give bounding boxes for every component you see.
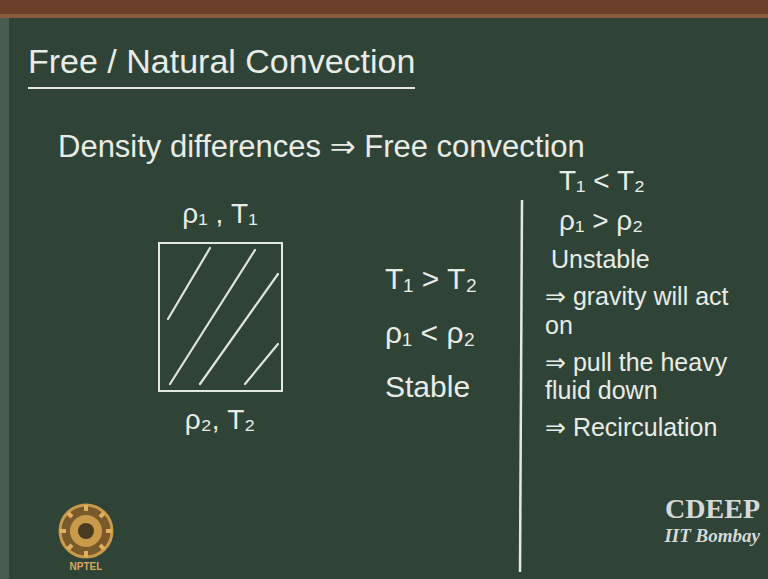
divider-line [520,200,522,572]
logo-text: NPTEL [70,561,103,572]
box-bottom-label: ρ₂, T₂ [185,404,255,436]
stable-case: T₁ > T₂ ρ₁ < ρ₂ Stable [385,262,477,404]
box-outline [158,242,283,392]
nptel-logo [60,505,112,557]
hatching [160,244,280,389]
title-heading: Free / Natural Convection [28,42,415,89]
condition-text: T₁ < T₂ [559,165,750,197]
condition-text: Unstable [551,245,750,274]
consequence-text: ⇒ pull the heavy fluid down [545,348,750,406]
consequence-text: ⇒ Recirculation [545,413,750,442]
watermark-text: CDEEP [665,493,760,525]
condition-text: ρ₁ < ρ₂ [385,316,477,350]
condition-text: T₁ > T₂ [385,262,477,296]
board-frame [0,0,768,14]
condition-text: ρ₁ > ρ₂ [559,205,750,237]
unstable-case: T₁ < T₂ ρ₁ > ρ₂ Unstable ⇒ gravity will act… [545,165,750,442]
condition-text: Stable [385,370,477,404]
consequence-text: ⇒ gravity will act on [545,282,750,340]
board-frame-edge [0,14,768,18]
statement-text: Density differences ⇒ Free convection [58,128,585,165]
fluid-box: ρ₁ , T₁ ρ₂, T₂ [150,198,290,436]
watermark-text: IIT Bombay [664,525,760,547]
board-side [0,18,9,579]
box-top-label: ρ₁ , T₁ [182,198,257,230]
